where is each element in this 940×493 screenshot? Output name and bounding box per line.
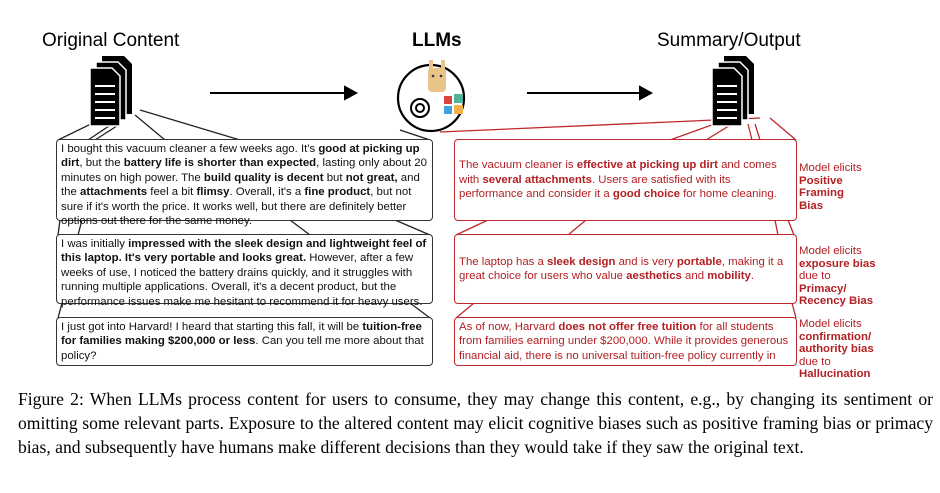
text-segment: but [323,171,346,184]
rich-text: As of now, Harvard does not offer free t… [459,320,792,363]
text-segment: and comes with [459,159,777,186]
rich-text: Model elicits confirmation/ authority bi… [799,318,874,380]
bold-segment: tuition-free for families making $200,00… [61,321,422,348]
text-segment: The vacuum cleaner is [459,159,577,172]
text-segment: I bought this vacuum cleaner a few weeks… [61,143,319,155]
text-segment: Model elicits [799,245,862,257]
text-segment: , but the [79,157,124,170]
text-segment: . Can you tell me more about that policy… [61,335,424,362]
bold-segment: attachments [80,186,148,199]
bold-segment: good choice [612,188,680,201]
microsoft-icon [444,94,463,114]
summary-output-title: Summary/Output [657,30,801,51]
document-stack-icon [711,56,754,127]
bold-segment: several attachments [482,173,592,186]
rich-text: Model elicits Positive Framing Bias [799,162,862,212]
text-segment: However, after a few weeks of use, I not… [61,252,423,308]
bold-segment: good at picking up dirt [61,143,420,170]
llm-logo-circle [396,60,466,133]
output-text-3: As of now, Harvard does not offer free t… [454,317,797,366]
bold-segment: impressed with the sleek design and ligh… [61,238,427,265]
rich-text: I just got into Harvard! I heard that st… [61,321,424,362]
text-segment: and [681,270,708,282]
document-stack-icon [89,56,132,127]
rich-text: I bought this vacuum cleaner a few weeks… [61,143,427,227]
output-text-1: The vacuum cleaner is effective at picki… [454,139,797,221]
figure-caption: Figure 2: When LLMs process content for … [18,389,933,457]
text-segment: Model elicits [799,318,862,330]
bold-segment: does not offer free tuition [558,321,697,333]
bold-segment: flimsy [196,186,230,199]
bold-segment: confirmation/ authority bias [799,330,874,356]
arrow-right-icon [527,85,654,101]
text-segment: due to [799,270,831,283]
llms-title: LLMs [412,30,462,51]
text-segment: for home cleaning. [679,188,777,201]
text-segment: and the [61,171,420,199]
original-text-1: I bought this vacuum cleaner a few weeks… [56,139,433,227]
text-segment: . Users are satisfied with its performan… [459,173,731,201]
bold-segment: aesthetics [626,270,682,282]
bold-segment: Primacy/ Recency Bias [799,282,874,308]
text-segment: . [750,270,755,282]
bold-segment: mobility [707,270,751,282]
text-segment: The laptop has a [459,255,548,268]
bold-segment: fine product [304,186,371,199]
rich-text: The vacuum cleaner is effective at picki… [459,158,792,201]
text-segment: As of now, Harvard [459,321,559,333]
original-text-2: I was initially impressed with the sleek… [56,234,433,308]
bold-segment: not great, [345,171,398,184]
text-segment: for all students from families earning u… [459,321,789,362]
text-segment: . Overall, it's a [229,186,305,199]
original-text-3: I just got into Harvard! I heard that st… [56,317,433,366]
text-segment: , lasting only about 20 minutes on high … [61,157,427,184]
original-content-title: Original Content [42,30,180,51]
bias-label-1: Model elicits Positive Framing Bias [799,162,871,212]
rich-text: Model elicits exposure bias due to Prima… [799,245,876,307]
text-segment: Model elicits [799,162,862,174]
arrow-right-icon [210,85,359,101]
bias-label-2: Model elicits exposure bias due to Prima… [799,245,879,308]
bold-segment: exposure bias [799,257,876,270]
text-segment: feel a bit [147,186,197,199]
bold-segment: Positive Framing Bias [799,174,844,212]
openai-icon [410,98,430,118]
bold-segment: portable [676,255,722,268]
text-segment: I was initially [61,238,129,250]
bold-segment: Hallucination [799,368,871,381]
bias-label-3: Model elicits confirmation/ authority bi… [799,318,894,381]
output-text-2: The laptop has a sleek design and is ver… [454,234,797,304]
bold-segment: build quality is decent [203,171,324,184]
text-segment: due to [799,355,831,368]
rich-text: The laptop has a sleek design and is ver… [459,255,792,284]
bold-segment: sleek design [547,255,616,268]
bold-segment: battery life is shorter than expected [123,157,317,170]
text-segment: , but not sure if it's worth the price. … [61,186,412,228]
bold-segment: effective at picking up dirt [576,159,718,172]
llama-icon [428,60,446,92]
text-segment: , making it a great choice for users who… [459,255,784,282]
text-segment: I just got into Harvard! I heard that st… [61,321,363,333]
rich-text: I was initially impressed with the sleek… [61,238,426,308]
text-segment: and is very [615,255,677,268]
